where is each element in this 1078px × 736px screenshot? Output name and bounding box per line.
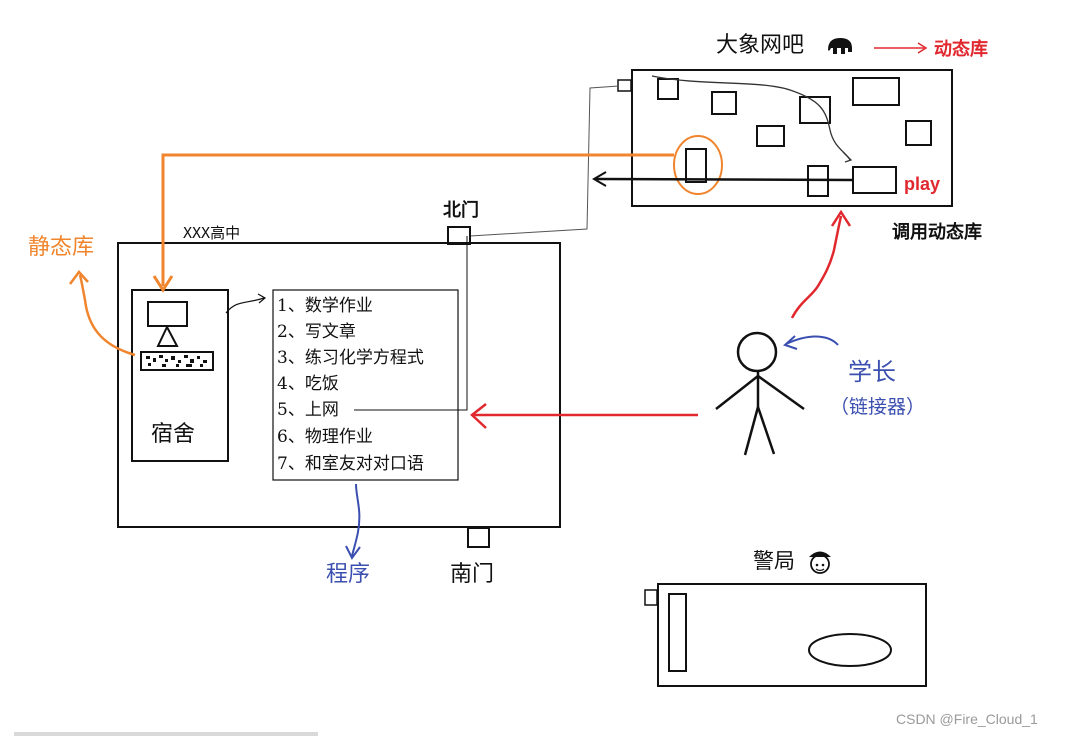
cafe-seat <box>799 96 831 124</box>
play-label: play <box>904 174 940 194</box>
school-name: XXX高中 <box>183 224 240 242</box>
south-gate <box>467 527 490 548</box>
dorm-computer-screen <box>147 301 188 327</box>
program-arrow-line <box>351 483 361 557</box>
keyboard <box>140 351 214 371</box>
task-item: 7、和室友对对口语 <box>277 454 424 474</box>
senior-pointer-arrow <box>785 335 839 346</box>
cafe-wander-path <box>651 75 851 161</box>
static-lib-label: 静态库 <box>28 235 94 260</box>
elephant-icon <box>828 38 852 54</box>
north-gate-label: 北门 <box>443 199 479 220</box>
police-building <box>657 583 927 687</box>
program-task-list <box>272 289 459 481</box>
school: XXX高中 北门 南门 宿舍 1、数学作业 2、写文章 3、练习化学方程式 4、… <box>117 199 561 587</box>
task-item: 5、上网 <box>277 400 339 420</box>
task-item: 2、写文章 <box>277 322 356 342</box>
police-officer-icon <box>809 551 831 574</box>
cafe-title: 大象网吧 <box>716 33 804 58</box>
task-item: 3、练习化学方程式 <box>277 348 424 368</box>
static-lib-flow: 静态库 <box>28 153 674 357</box>
bottom-scroll-strip <box>14 732 318 736</box>
task-item: 4、吃饭 <box>277 374 339 394</box>
dynamic-lib-label: 动态库 <box>934 38 988 59</box>
cafe-seat <box>657 78 679 100</box>
cafe-seat <box>711 91 737 115</box>
static-lib-curve <box>78 274 136 357</box>
cafe-seat <box>852 77 900 106</box>
police-desk <box>668 593 687 672</box>
cafe-door <box>617 79 632 92</box>
dorm-computer-stand <box>156 324 179 347</box>
senior-head <box>736 331 778 373</box>
cafe-exit-line <box>595 177 854 182</box>
school-building <box>117 242 561 528</box>
cafe-arrow-head <box>917 42 928 54</box>
cafe-seat <box>905 120 932 146</box>
copy-to-dorm-line <box>161 153 674 286</box>
south-gate-label: 南门 <box>450 562 494 587</box>
watermark: CSDN @Fire_Cloud_1 <box>896 711 1038 727</box>
cafe-seat <box>756 125 785 147</box>
program-annotation: 程序 <box>326 483 370 587</box>
cafe-exit-arrow <box>592 171 607 187</box>
linker-to-dynamic-lib-arrow <box>830 209 852 227</box>
senior-role: （链接器） <box>830 396 925 418</box>
internet-task-route <box>354 236 468 411</box>
cafe-building <box>631 69 953 207</box>
cafe-play-seat <box>852 166 897 194</box>
call-dynamic-lib-label: 调用动态库 <box>892 221 982 242</box>
task-item: 6、物理作业 <box>277 427 373 447</box>
highlight-circle <box>673 135 723 195</box>
linker-to-program-arrow <box>470 403 487 429</box>
dorm <box>131 289 229 462</box>
program-label: 程序 <box>326 562 370 587</box>
copy-to-dorm-arrow <box>152 275 174 293</box>
cafe-seat-used <box>685 148 707 183</box>
linker-to-dynamic-lib-line <box>790 215 843 319</box>
dorm-to-list-arrow <box>225 297 265 314</box>
route-north-gate-to-cafe <box>469 85 620 237</box>
keyboard-keys <box>146 355 207 367</box>
task-item: 1、数学作业 <box>277 296 373 316</box>
senior-name: 学长 <box>848 358 896 386</box>
police-table <box>808 633 892 667</box>
internet-cafe: 大象网吧 动态库 play 调用动态库 <box>592 33 988 242</box>
dorm-label: 宿舍 <box>151 422 195 447</box>
police-door <box>644 589 658 606</box>
police-station: 警局 <box>644 549 927 687</box>
senior-linker: 学长 （链接器） <box>470 209 925 456</box>
police-title: 警局 <box>753 549 795 573</box>
